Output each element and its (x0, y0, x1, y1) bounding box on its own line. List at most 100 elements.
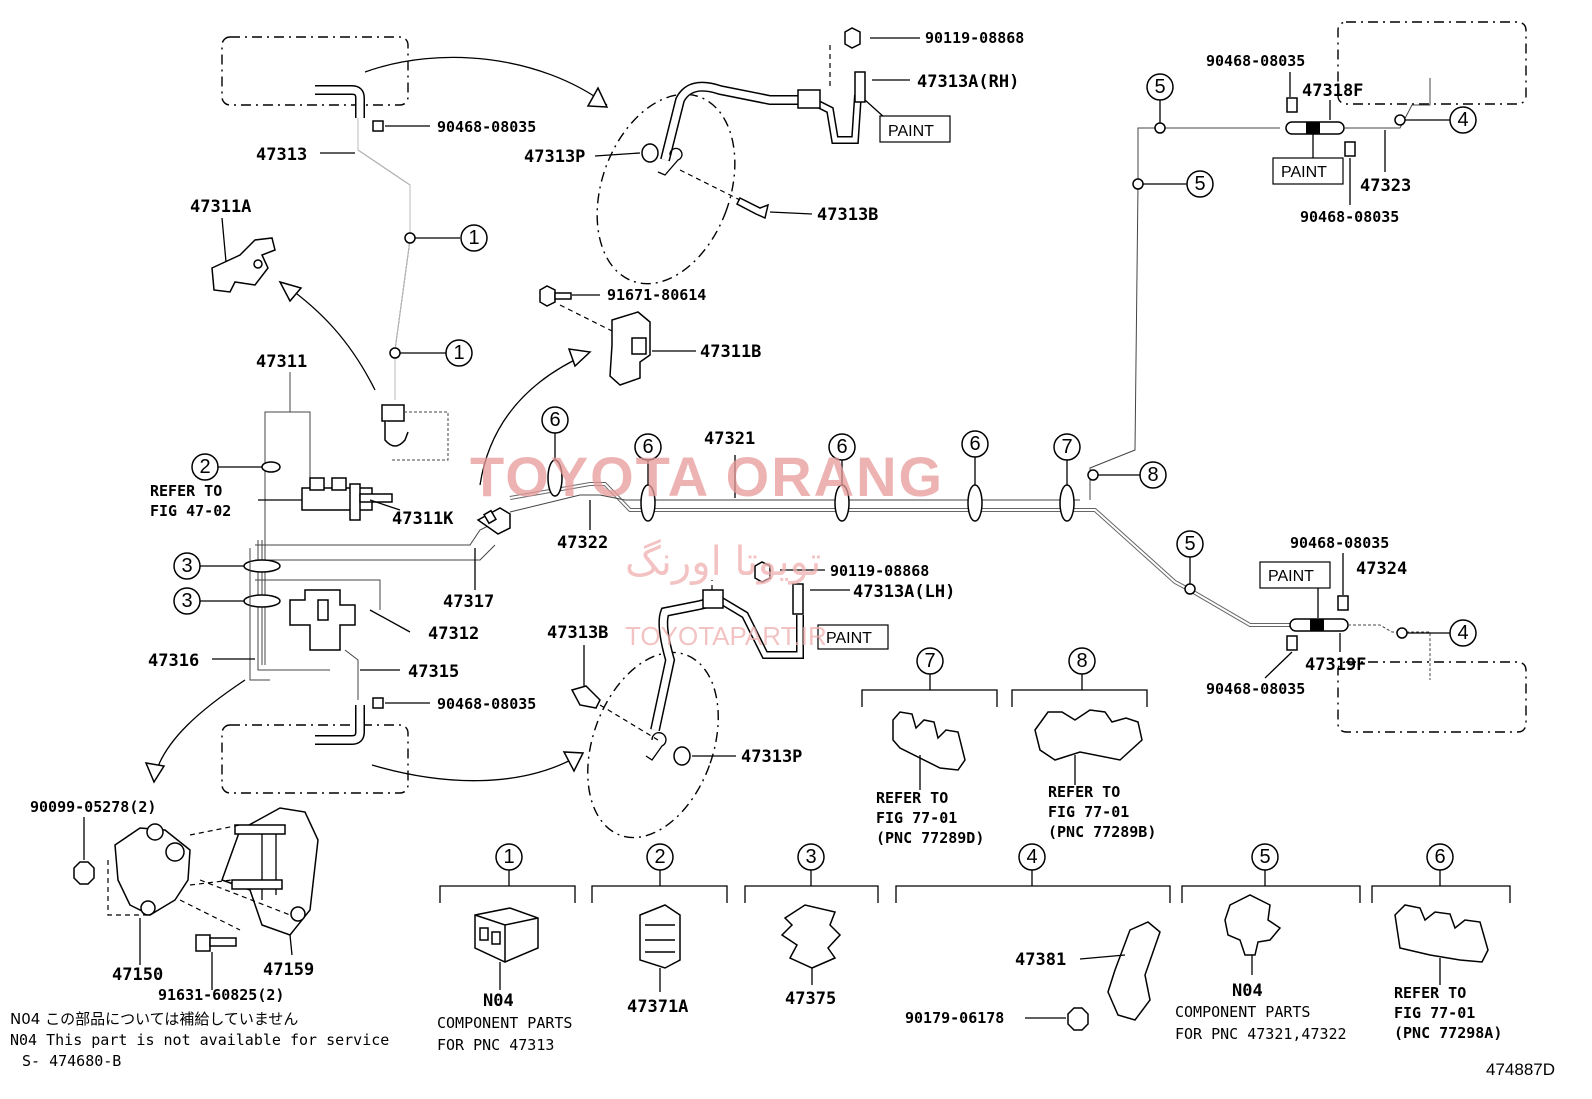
legend-callout-3-num: 3 (805, 846, 816, 868)
refer-8-a: REFER TO (1048, 783, 1120, 801)
callout-5-a-num: 5 (1194, 173, 1205, 195)
bolt-47313P-hook (657, 147, 683, 176)
paint-box-d (817, 624, 889, 650)
label-47159: 47159 (263, 960, 314, 980)
clip-90468-d (1344, 141, 1356, 157)
clamp-3-b (243, 594, 281, 608)
leader (289, 934, 293, 956)
bracket-47159 (221, 807, 319, 936)
joint-dot (404, 232, 416, 244)
legend-bracket-6 (1371, 870, 1511, 903)
callout-5-c-num: 5 (1184, 533, 1195, 555)
legend-bracket-1 (439, 870, 576, 903)
bolt-91631 (195, 934, 211, 952)
label-90468-08035-a: 90468-08035 (437, 118, 536, 136)
refer-7-a: REFER TO (876, 789, 948, 807)
bracket-front-left (702, 589, 724, 609)
union-bolt-47313A-lh (792, 583, 804, 615)
front-area-box-top (221, 36, 409, 106)
joint-dot (1394, 114, 1406, 126)
label-91631: 91631-60825(2) (158, 986, 284, 1004)
arrow-head (278, 280, 303, 303)
bracket-hole (290, 906, 306, 922)
hose-47319F-paint (1310, 619, 1324, 631)
label-47313: 47313 (256, 145, 307, 165)
arrow-head (562, 751, 585, 773)
label-47316: 47316 (148, 651, 199, 671)
watermark-persian: تویوتا اورنگ (625, 539, 821, 585)
front-area-box-bottom (221, 724, 409, 794)
callout-8-b-num: 8 (1076, 650, 1087, 672)
nut-90179 (1067, 1007, 1089, 1031)
callout-1-b-num: 1 (453, 342, 464, 364)
bolt (234, 824, 286, 835)
dash-guide (599, 704, 659, 741)
clamp-6-detail (1394, 904, 1489, 963)
label-47313A-rh: 47313A(RH) (917, 72, 1019, 92)
callout-4-a (1449, 106, 1477, 134)
bolt-90119-mid (754, 561, 771, 583)
union-bolt-47313A-rh (854, 71, 866, 103)
joint-dot (389, 347, 401, 359)
watermark-brand: TOYOTA ORANG (470, 445, 944, 508)
dash-guide (559, 304, 621, 336)
paint-box-a (879, 115, 951, 143)
clip-90468-f (1286, 635, 1298, 651)
paint-label-d: PAINT (826, 630, 872, 647)
label-90099: 90099-05278(2) (30, 798, 156, 816)
clamp-6-d (967, 484, 983, 522)
clamp-7-detail (892, 711, 966, 771)
label-47381: 47381 (1015, 950, 1066, 970)
leader (594, 152, 641, 157)
label-47319F: 47319F (1305, 655, 1366, 675)
master-cylinder-flange (349, 483, 361, 521)
joint-dot (1087, 469, 1099, 481)
label-90468-08035-f: 90468-08035 (1206, 680, 1305, 698)
refer-7-b: FIG 77-01 (876, 809, 957, 827)
gasket-47313P-top (641, 143, 659, 163)
legend-bracket-3 (744, 870, 879, 903)
refer-8-b: FIG 77-01 (1048, 803, 1129, 821)
master-cylinder-rod (359, 493, 393, 503)
figure-code: 474887D (1486, 1060, 1555, 1079)
label-refer-a: REFER TO (150, 482, 222, 500)
label-47318F: 47318F (1302, 81, 1363, 101)
legend-callout-4-num: 4 (1026, 846, 1037, 868)
arrow-head (567, 348, 592, 368)
label-47375: 47375 (785, 989, 836, 1009)
joint-dot (1184, 583, 1196, 595)
bolt-47313P-hook-mid (645, 732, 667, 761)
arrow-to-47311A (284, 284, 376, 391)
actuator-port (146, 823, 164, 841)
legend-bracket-4 (895, 870, 1171, 903)
callout-5-a (1186, 170, 1214, 198)
hose-stub-bottom-in (315, 705, 364, 744)
callout-2-num: 2 (199, 456, 210, 478)
hose-stub-top (315, 85, 365, 118)
callout-1-a (460, 224, 488, 252)
refer-6-b: FIG 77-01 (1394, 1004, 1475, 1022)
callout-7-b-num: 7 (924, 650, 935, 672)
front-left-wheel-outline (587, 651, 719, 839)
joint-dot (1154, 122, 1166, 134)
pipe-47322 (509, 494, 1080, 513)
label-47371A: 47371A (627, 997, 688, 1017)
label-47313A-lh: 47313A(LH) (853, 582, 955, 602)
label-47317: 47317 (443, 592, 494, 612)
refer-6-c: (PNC 77298A) (1394, 1024, 1502, 1042)
arrow-to-front-right (364, 56, 608, 106)
label-47315: 47315 (408, 662, 459, 682)
footer-code-left: S- 474680-B (22, 1052, 121, 1070)
bracket-line-8 (1011, 674, 1148, 707)
paint-box-c (1259, 561, 1331, 589)
hose-47318F-paint (1306, 122, 1320, 134)
clamp-2 (261, 461, 281, 473)
label-90468-08035-b: 90468-08035 (437, 695, 536, 713)
gasket-47313P-mid (673, 746, 691, 766)
dash-guide (679, 169, 751, 206)
label-90119-a: 90119-08868 (925, 29, 1024, 47)
label-90468-08035-e: 90468-08035 (1290, 534, 1389, 552)
callout-6-c-num: 6 (836, 436, 847, 458)
legend-bracket-5 (1181, 870, 1361, 903)
